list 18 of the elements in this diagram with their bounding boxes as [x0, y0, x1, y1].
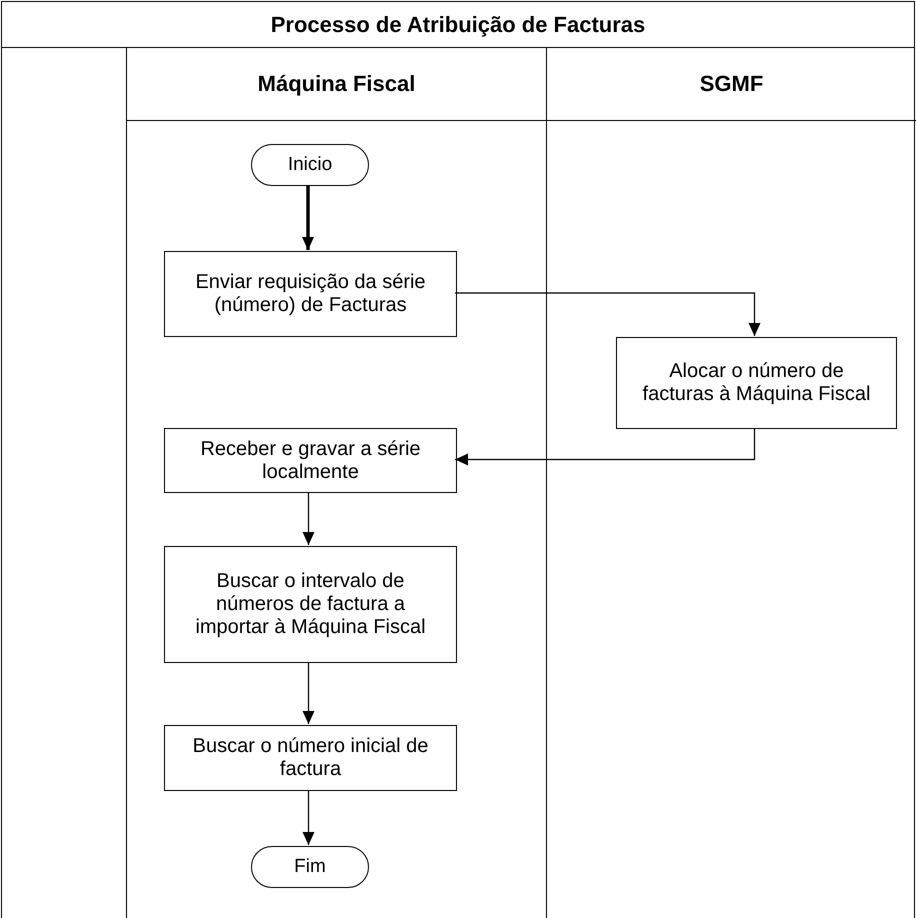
arrow: [302, 185, 314, 250]
process-box: Enviar requisição da série (número) de Facturas: [164, 251, 457, 337]
process-box: Buscar o número inicial de factura: [164, 725, 457, 791]
swimlane: [546, 48, 916, 918]
process-box: Alocar o número de facturas à Máquina Fiscal: [616, 337, 897, 429]
pool-title: Processo de Atribuição de Facturas: [2, 2, 914, 48]
arrow: [302, 790, 314, 845]
swimlane: [126, 48, 546, 918]
arrow: [455, 428, 756, 466]
lane-header: Máquina Fiscal: [127, 48, 546, 121]
arrow: [302, 662, 314, 724]
process-box: Receber e gravar a série localmente: [164, 428, 457, 493]
lane-header: SGMF: [547, 48, 916, 121]
terminator-shape: Inicio: [251, 144, 369, 186]
arrow: [455, 292, 760, 336]
arrow: [302, 492, 314, 545]
process-box: Buscar o intervalo de números de factura a importar à Máquina Fiscal: [164, 546, 457, 663]
terminator-shape: Fim: [251, 846, 369, 888]
